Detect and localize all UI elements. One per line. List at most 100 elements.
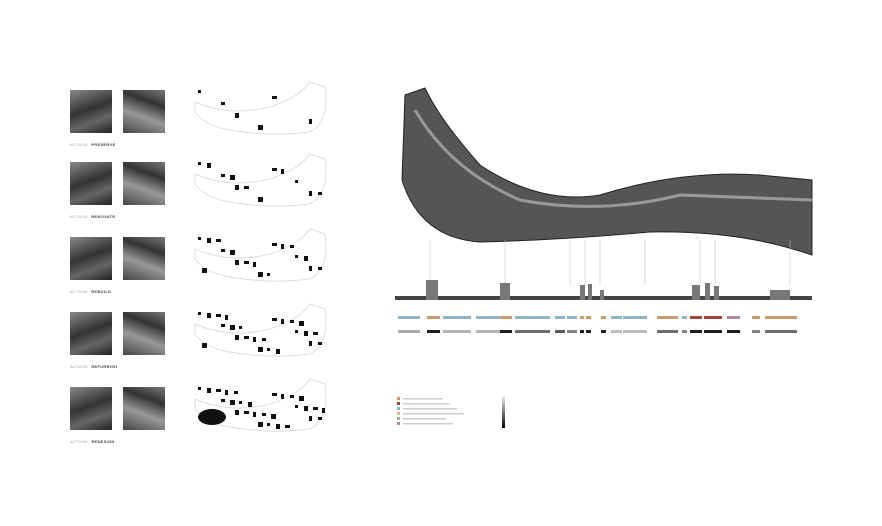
legend-text-line	[403, 423, 453, 425]
skyline-tower	[705, 283, 710, 300]
action-photo	[70, 237, 112, 280]
action-prefix: ACTION:	[70, 289, 89, 294]
building-footprint	[221, 102, 225, 105]
land-use-segment	[611, 316, 622, 319]
building-footprint	[299, 396, 304, 401]
building-footprint	[304, 256, 308, 261]
building-footprint	[267, 348, 270, 351]
density-segment	[752, 330, 760, 333]
building-footprint	[198, 387, 201, 390]
land-use-segment	[682, 316, 687, 319]
density-segment	[555, 330, 565, 333]
skyline-tower	[500, 283, 510, 300]
building-footprint	[272, 168, 277, 171]
building-footprint	[272, 96, 277, 99]
skyline-tower	[588, 284, 592, 300]
density-segment	[567, 330, 577, 333]
building-footprint	[318, 192, 322, 195]
building-footprint	[267, 423, 270, 426]
building-footprint	[207, 163, 211, 168]
density-segment	[586, 330, 591, 333]
building-footprint	[267, 273, 270, 276]
building-footprint	[244, 411, 249, 414]
density-segment	[690, 330, 702, 333]
building-footprint	[235, 185, 239, 190]
building-footprint	[234, 391, 238, 394]
building-footprint	[239, 326, 242, 329]
density-segment	[682, 330, 687, 333]
density-segment	[623, 330, 647, 333]
building-footprint	[253, 412, 256, 417]
site-plan-map	[194, 81, 327, 135]
land-use-segment	[657, 316, 678, 319]
building-footprint	[230, 325, 235, 330]
density-segment	[611, 330, 622, 333]
land-use-segment	[601, 316, 606, 319]
skyline-tower	[714, 286, 719, 300]
action-photo	[123, 387, 165, 430]
land-use-segment	[443, 316, 471, 319]
building-footprint	[207, 388, 211, 393]
action-photo	[123, 162, 165, 205]
building-footprint	[244, 336, 249, 339]
railway-corridor	[413, 109, 813, 208]
land-use-segment	[515, 316, 550, 319]
skyline-tower	[600, 290, 604, 300]
building-footprint	[304, 406, 308, 411]
building-footprint	[235, 260, 239, 265]
legend-swatch	[397, 422, 400, 425]
building-footprint	[239, 401, 242, 404]
land-use-segment	[586, 316, 591, 319]
building-footprint	[290, 395, 294, 398]
density-segment	[515, 330, 550, 333]
land-use-segment	[476, 316, 500, 319]
building-footprint	[313, 332, 318, 335]
action-photo	[70, 90, 112, 133]
density-segment	[443, 330, 471, 333]
building-footprint	[271, 414, 276, 419]
site-plan-map	[194, 378, 327, 432]
building-footprint	[235, 410, 239, 415]
action-prefix: ACTION:	[70, 142, 89, 147]
action-name: REBUILD	[91, 289, 112, 294]
site-plan-map	[194, 228, 327, 282]
land-use-segment	[555, 316, 565, 319]
building-footprint	[221, 324, 225, 327]
action-photo	[123, 237, 165, 280]
building-footprint	[198, 90, 201, 93]
land-use-segment	[567, 316, 577, 319]
building-footprint	[253, 337, 256, 342]
legend-text-line	[403, 398, 443, 400]
land-use-segment	[623, 316, 647, 319]
building-footprint	[285, 425, 290, 428]
building-footprint	[244, 261, 249, 264]
building-footprint	[295, 255, 298, 258]
building-footprint	[253, 262, 256, 267]
building-footprint	[309, 266, 312, 271]
building-footprint	[318, 267, 322, 270]
building-footprint	[221, 249, 225, 252]
building-footprint	[281, 319, 284, 324]
building-footprint	[230, 175, 235, 180]
building-footprint	[216, 389, 221, 392]
building-footprint	[202, 343, 207, 348]
building-footprint	[225, 315, 228, 320]
building-footprint	[318, 417, 322, 420]
legend-text-line	[403, 413, 464, 415]
density-segment	[657, 330, 678, 333]
density-segment	[727, 330, 740, 333]
building-footprint	[276, 424, 280, 429]
building-footprint	[295, 180, 298, 183]
action-prefix: ACTION:	[70, 439, 89, 444]
land-use-segment	[704, 316, 722, 319]
legend-swatch	[397, 407, 400, 410]
action-photo	[70, 162, 112, 205]
land-use-segment	[752, 316, 760, 319]
density-segment	[580, 330, 584, 333]
building-footprint	[221, 399, 225, 402]
building-footprint	[235, 113, 239, 118]
action-prefix: ACTION:	[70, 214, 89, 219]
density-segment	[476, 330, 500, 333]
